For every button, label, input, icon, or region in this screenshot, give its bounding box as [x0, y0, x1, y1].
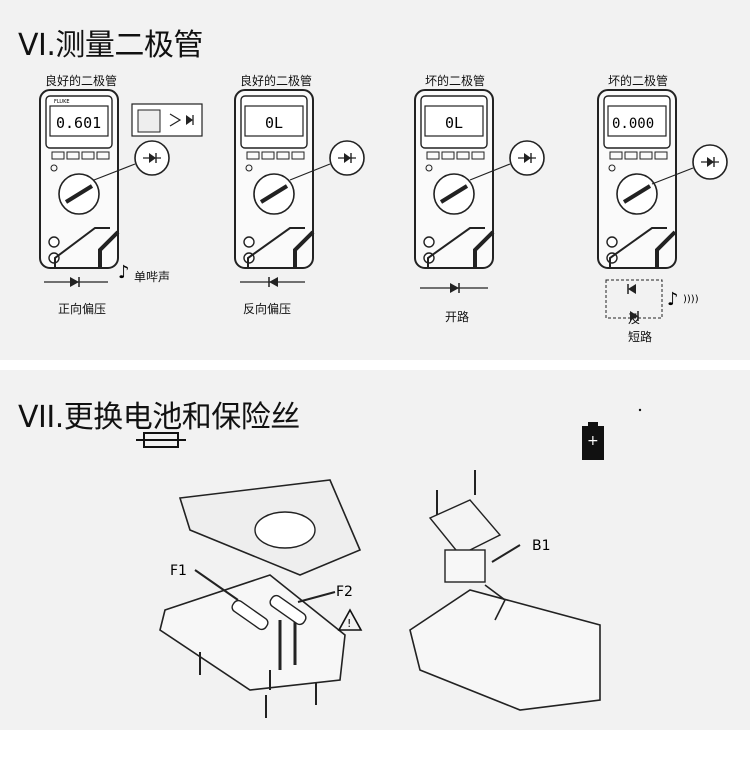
meter2-top-label: 良好的二极管 [240, 74, 313, 88]
battery-fuse-title: VII.更换电池和保险丝 [18, 400, 300, 435]
fuse-f1-label: F1 [170, 563, 187, 579]
svg-text:♪: ♪ [118, 262, 130, 283]
meter1-display: 0.601 [56, 114, 101, 132]
battery-b1-label: B1 [532, 538, 551, 554]
diode-section-title: VI.测量二极管 [18, 28, 203, 63]
meters-illustration: FLUKE 0.601 ♪ 0L 0L 0.000 ♪ )))) [38, 88, 728, 321]
meter3-display: 0L [445, 114, 463, 132]
meter3-bottom-label: 开路 [445, 310, 470, 324]
meter4-bottom-label: 短路 [628, 330, 653, 344]
warning-icon: ! [337, 608, 363, 631]
meter2-display: 0L [265, 114, 283, 132]
meter3-top-label: 坏的二极管 [425, 74, 486, 88]
svg-text:+: + [587, 433, 599, 449]
svg-text:)))): )))) [683, 294, 699, 305]
svg-text:♪: ♪ [667, 289, 679, 310]
meter4-display: 0.000 [612, 116, 654, 132]
battery-icon: + [582, 422, 604, 460]
meter2-bottom-label: 反向偏压 [243, 302, 292, 316]
meter1-bottom-label: 正向偏压 [58, 302, 107, 316]
svg-text:!: ! [347, 617, 351, 630]
fuse-icon [136, 432, 186, 448]
meter1-brand: FLUKE [54, 99, 70, 105]
battery-fuse-section [0, 370, 750, 730]
meter1-top-label: 良好的二极管 [45, 74, 118, 88]
battery-fuse-illustration: + F1 F2 ! B1 [136, 408, 642, 718]
fuse-f2-label: F2 [336, 584, 353, 600]
meter4-top-label: 坏的二极管 [608, 74, 669, 88]
beep-label: 单哔声 [134, 270, 171, 284]
